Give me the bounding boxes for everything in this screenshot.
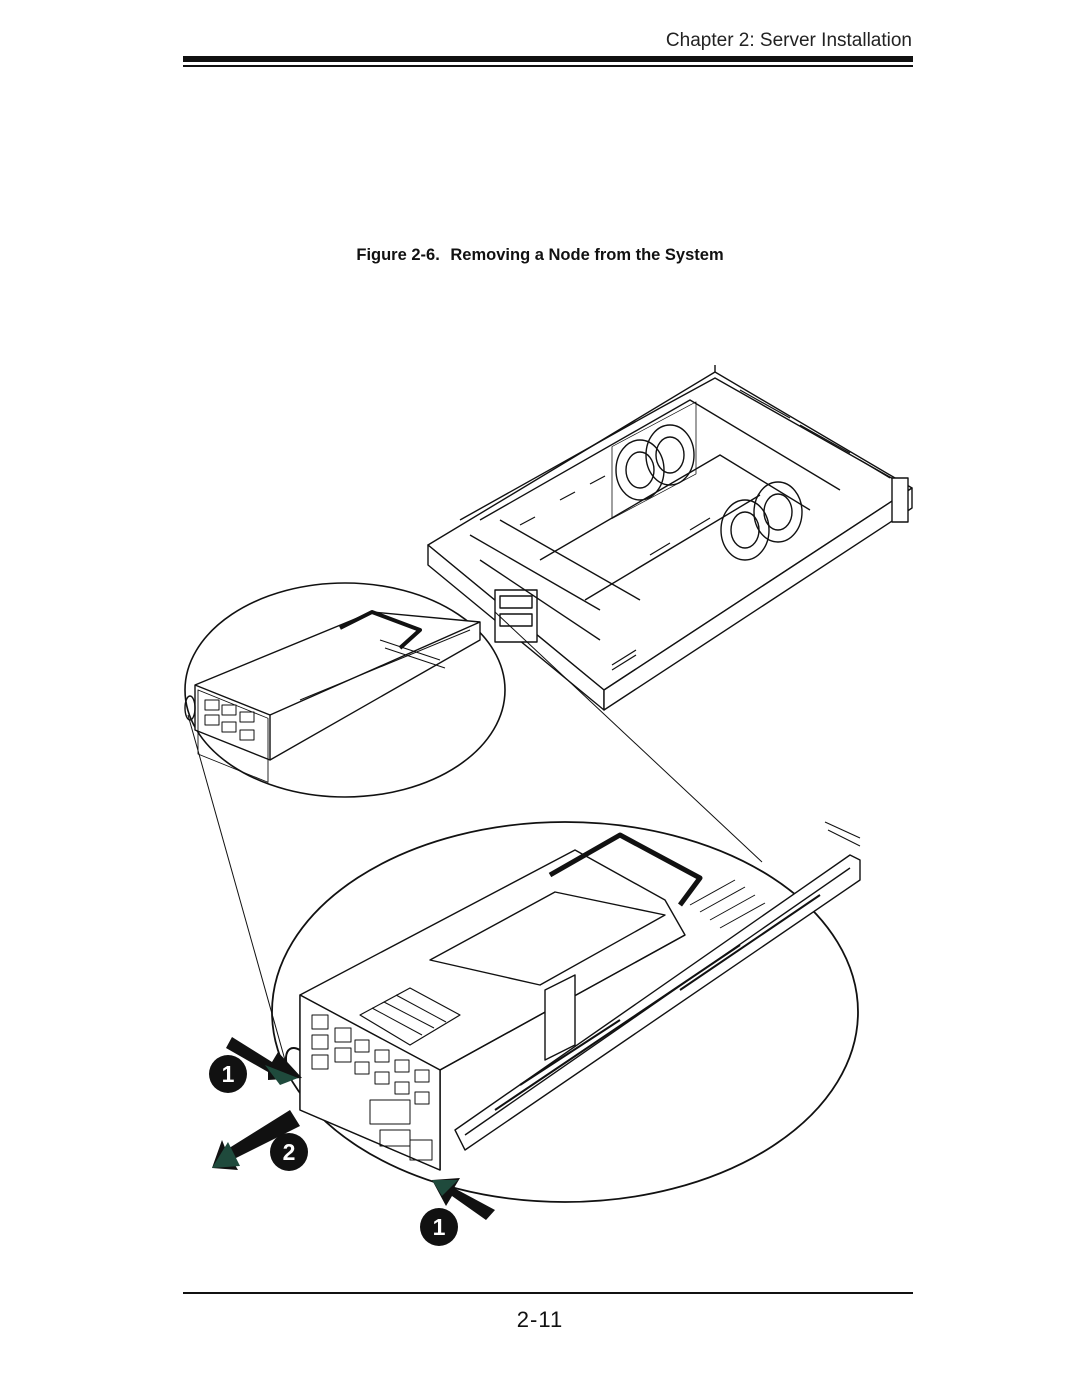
footer-rule	[183, 1292, 913, 1294]
riser-fins	[689, 879, 766, 929]
page-number: 2-11	[516, 1307, 564, 1332]
header-rule-thin	[183, 65, 913, 67]
small-node-ports	[204, 699, 255, 741]
chassis-vents	[519, 389, 891, 671]
fan-group-left	[611, 401, 697, 520]
server-chassis	[427, 365, 913, 711]
arrow-step-2	[212, 1110, 300, 1170]
dimm-fins	[371, 994, 447, 1036]
step-2-badge: 2	[270, 1133, 308, 1171]
arrow-step-1-top	[226, 1037, 302, 1085]
figure-title: Figure 2-6. Removing a Node from the Sys…	[0, 246, 1080, 265]
figure-label: Figure 2-6.	[356, 246, 440, 264]
zoom-circle-small	[184, 582, 506, 798]
step-1-bottom-badge: 1	[420, 1208, 458, 1246]
fan-group-right	[720, 481, 803, 561]
chapter-header: Chapter 2: Server Installation	[665, 30, 912, 51]
step-1-top-badge: 1	[209, 1055, 247, 1093]
node-front-ports	[311, 1014, 433, 1161]
figure-caption: Removing a Node from the System	[450, 246, 724, 264]
arrow-step-1-bottom	[432, 1178, 495, 1220]
zoom-circle-large	[271, 821, 861, 1203]
header-rule-thick	[183, 56, 913, 62]
